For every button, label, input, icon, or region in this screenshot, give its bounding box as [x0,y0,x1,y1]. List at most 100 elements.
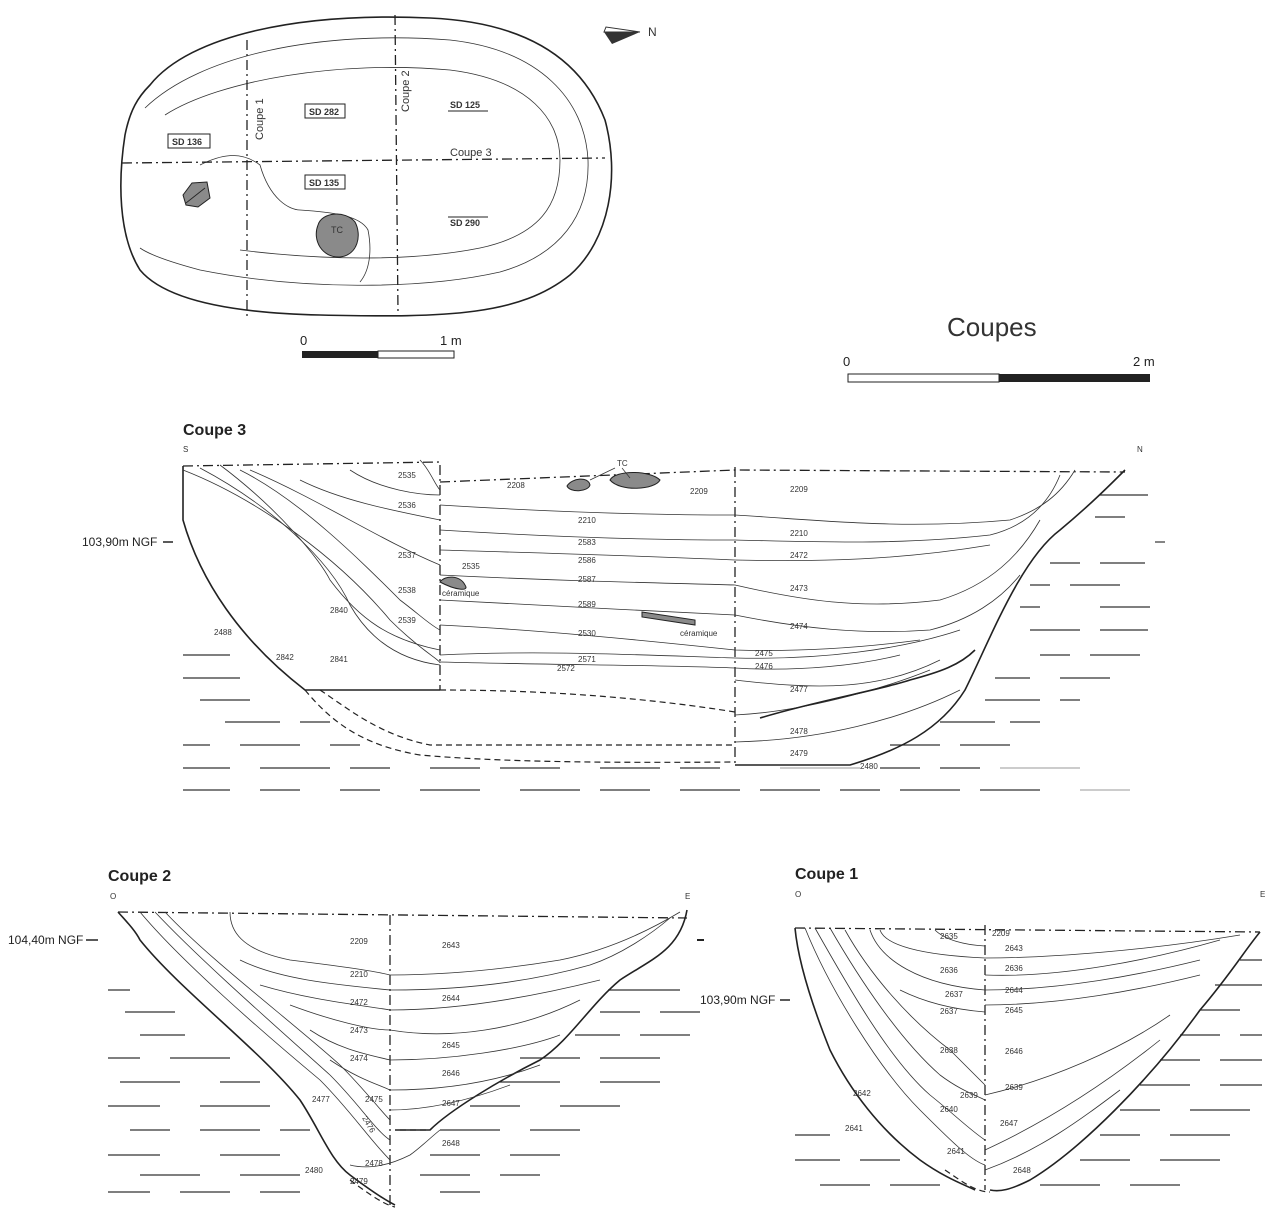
svg-text:2643: 2643 [442,941,460,950]
svg-text:2536: 2536 [398,501,416,510]
svg-text:2209: 2209 [992,929,1010,938]
svg-text:2474: 2474 [790,622,808,631]
svg-text:2475: 2475 [755,649,773,658]
coupe3-pit-outline [182,466,1126,766]
svg-text:2474: 2474 [350,1054,368,1063]
svg-text:2479: 2479 [350,1177,368,1186]
svg-text:N: N [648,25,657,39]
unit-sd136: SD 136 [172,137,202,147]
coupe3-elevation: 103,90m NGF [82,535,157,549]
svg-text:2645: 2645 [1005,1006,1023,1015]
svg-text:2648: 2648 [442,1139,460,1148]
svg-text:2636: 2636 [1005,964,1023,973]
svg-text:2479: 2479 [790,749,808,758]
coupe1-elevation: 103,90m NGF [700,993,775,1007]
svg-text:0: 0 [843,354,850,369]
svg-text:2636: 2636 [940,966,958,975]
svg-text:2488: 2488 [214,628,232,637]
svg-text:E: E [685,892,690,901]
svg-text:2538: 2538 [398,586,416,595]
svg-text:2209: 2209 [690,487,708,496]
svg-text:2210: 2210 [578,516,596,525]
svg-text:2475: 2475 [365,1095,383,1104]
coupe1-background-hatching [795,959,1262,1186]
coupe3-tc-block-2 [609,472,661,489]
svg-text:2535: 2535 [462,562,480,571]
svg-text:2641: 2641 [845,1124,863,1133]
svg-text:2537: 2537 [398,551,416,560]
unit-sd125: SD 125 [450,100,480,110]
svg-text:2478: 2478 [790,727,808,736]
coupe2-title: Coupe 2 [108,868,171,885]
svg-text:2 m: 2 m [1133,354,1155,369]
unit-sd290: SD 290 [450,218,480,228]
ceramique-label-1: céramique [442,589,480,598]
unit-sd282: SD 282 [309,107,339,117]
svg-text:2842: 2842 [276,653,294,662]
svg-text:2641: 2641 [947,1147,965,1156]
svg-text:TC: TC [617,459,628,468]
coupe1-title: Coupe 1 [795,866,858,883]
coupe2-elevation: 104,40m NGF [8,933,83,947]
plan-outline [120,16,613,317]
coupe2-background-hatching [108,989,700,1193]
svg-text:2646: 2646 [442,1069,460,1078]
svg-text:2648: 2648 [1013,1166,1031,1175]
coupe2-pit-outline [117,909,688,1206]
svg-text:2480: 2480 [305,1166,323,1175]
svg-text:2530: 2530 [578,629,596,638]
svg-text:2642: 2642 [853,1089,871,1098]
svg-text:2587: 2587 [578,575,596,584]
plan-tc-label: TC [331,225,343,235]
ceramique-label-2: céramique [680,629,718,638]
svg-text:2637: 2637 [945,990,963,999]
svg-text:2535: 2535 [398,471,416,480]
svg-text:2589: 2589 [578,600,596,609]
svg-text:2477: 2477 [312,1095,330,1104]
unit-sd135: SD 135 [309,178,339,188]
svg-text:2476: 2476 [360,1115,377,1135]
svg-text:2637: 2637 [940,1007,958,1016]
coupe1-pit-outline [794,927,1261,1192]
svg-text:2210: 2210 [350,970,368,979]
svg-text:0: 0 [300,333,307,348]
svg-text:2646: 2646 [1005,1047,1023,1056]
coupe3-background-hatching [183,494,1165,791]
svg-text:O: O [795,890,801,899]
svg-text:2210: 2210 [790,529,808,538]
north-arrow-icon: N [603,25,657,44]
svg-text:2647: 2647 [1000,1119,1018,1128]
svg-text:2571: 2571 [578,655,596,664]
coupe3-tc-block-1 [566,478,591,492]
svg-text:2572: 2572 [557,664,575,673]
svg-text:2583: 2583 [578,538,596,547]
svg-text:2476: 2476 [755,662,773,671]
plan-view: TC Coupe 1 Coupe 2 Coupe 3 SD 282 SD 125… [120,14,657,359]
coupe3-ceramique-1 [439,576,467,590]
coupes-title: Coupes [947,312,1037,342]
svg-text:2472: 2472 [790,551,808,560]
plan-scale-bar: 0 1 m [300,333,462,359]
svg-text:2841: 2841 [330,655,348,664]
coupe-2: Coupe 2 O E 104,40m NGF [8,868,704,1208]
svg-text:E: E [1260,890,1265,899]
svg-text:2209: 2209 [790,485,808,494]
svg-text:2635: 2635 [940,932,958,941]
coupes-header: Coupes 0 2 m [843,312,1155,383]
svg-text:2647: 2647 [442,1099,460,1108]
svg-text:2478: 2478 [365,1159,383,1168]
svg-text:2480: 2480 [860,762,878,771]
svg-text:O: O [110,892,116,901]
svg-text:2644: 2644 [1005,986,1023,995]
svg-text:2208: 2208 [507,481,525,490]
svg-text:2472: 2472 [350,998,368,1007]
svg-text:2638: 2638 [940,1046,958,1055]
svg-text:2473: 2473 [350,1026,368,1035]
tc-block-plan [315,213,359,258]
svg-text:2473: 2473 [790,584,808,593]
svg-text:2645: 2645 [442,1041,460,1050]
svg-text:2209: 2209 [350,937,368,946]
svg-text:2644: 2644 [442,994,460,1003]
svg-text:2586: 2586 [578,556,596,565]
